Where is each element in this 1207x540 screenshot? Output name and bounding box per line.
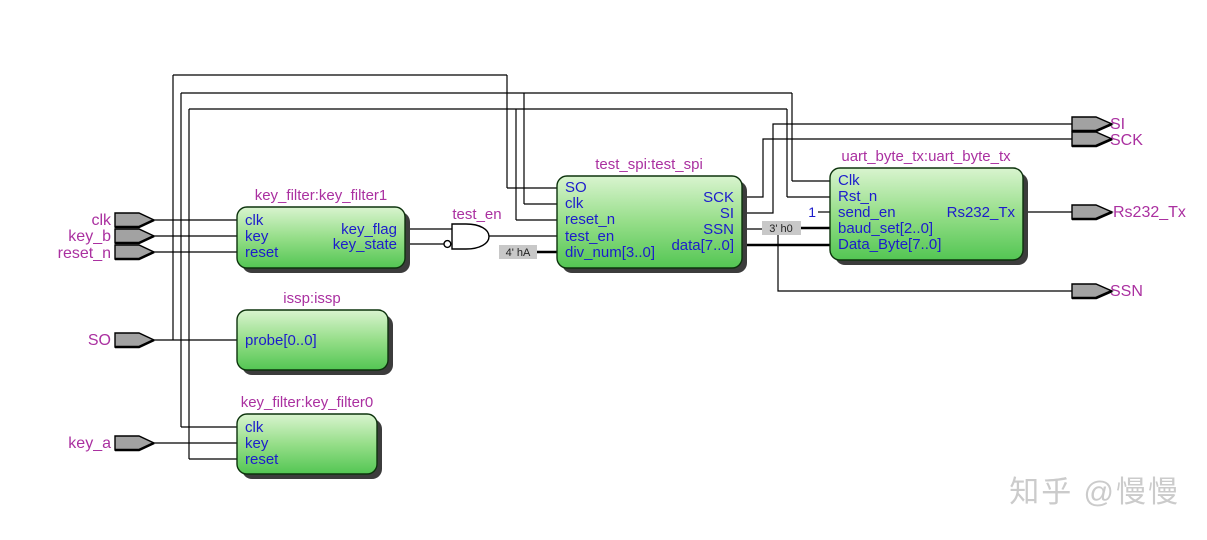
input-pin-label: clk [91, 212, 112, 229]
constant-baud-set[interactable]: 3' h0 [762, 221, 801, 235]
module-title: key_filter:key_filter1 [255, 187, 388, 204]
net-ssn[interactable] [742, 228, 1072, 292]
input-pin-so[interactable]: SO [88, 332, 156, 349]
input-pin-label: SO [88, 332, 111, 349]
constant-box [762, 221, 801, 235]
module-title: uart_byte_tx:uart_byte_tx [841, 148, 1011, 165]
pin-bevel [115, 338, 155, 349]
module-body[interactable] [829, 167, 1024, 261]
port-label: key_state [333, 236, 397, 253]
input-pin-reset-n[interactable]: reset_n [58, 244, 156, 262]
module-key-filter1[interactable]: key_filter:key_filter1 clk key reset key… [236, 187, 410, 273]
pin-bevel [1072, 137, 1113, 148]
output-pin-symbol[interactable] [1071, 283, 1114, 299]
output-pin-symbol[interactable] [1071, 204, 1114, 220]
port-label: clk [245, 212, 264, 229]
net-clk[interactable] [154, 92, 830, 428]
port-label: Rst_n [838, 188, 877, 205]
net-so[interactable] [154, 74, 557, 341]
constant-box [499, 245, 537, 259]
input-pin-key-b[interactable]: key_b [68, 228, 156, 245]
input-pin-label: key_a [68, 435, 111, 452]
port-label: key_flag [341, 221, 397, 238]
port-label: key [245, 435, 269, 452]
module-key-filter0[interactable]: key_filter:key_filter0 clk key reset [236, 394, 382, 479]
output-pin-label: SCK [1110, 132, 1143, 149]
and-gate-test-en[interactable]: test_en [443, 206, 502, 250]
port-label: reset [245, 244, 279, 261]
gate-label: test_en [452, 206, 501, 223]
module-issp[interactable]: issp:issp probe[0..0] [236, 290, 393, 375]
module-title: test_spi:test_spi [595, 156, 703, 173]
inverter-bubble [443, 239, 452, 249]
net-si[interactable] [742, 123, 1072, 214]
pin-bevel [115, 218, 155, 229]
module-title: key_filter:key_filter0 [241, 394, 374, 411]
input-pin-symbol[interactable] [114, 435, 156, 451]
watermark: 知乎 @慢慢 [1009, 476, 1180, 509]
input-pin-label: key_b [68, 228, 111, 245]
pin-bevel [1072, 210, 1113, 221]
port-label: SSN [703, 221, 734, 238]
port-label: SI [720, 205, 734, 222]
module-test-spi[interactable]: test_spi:test_spi SO clk reset_n test_en… [556, 156, 747, 273]
constant-value: 3' h0 [769, 223, 793, 235]
pin-bevel [1072, 122, 1113, 133]
module-uart-byte-tx[interactable]: uart_byte_tx:uart_byte_tx Clk Rst_n send… [829, 148, 1028, 265]
output-pin-symbol[interactable] [1071, 116, 1114, 132]
pin-bevel [115, 441, 155, 452]
net-sck[interactable] [742, 138, 1072, 198]
module-title: issp:issp [283, 290, 341, 307]
net-reset-n[interactable] [154, 108, 830, 460]
port-label: SO [565, 179, 587, 196]
port-label: send_en [838, 204, 896, 221]
port-label: test_en [565, 228, 614, 245]
wires [154, 74, 1072, 460]
port-label: reset [245, 451, 279, 468]
port-label: div_num[3..0] [565, 244, 655, 261]
output-pin-ssn[interactable]: SSN [1071, 283, 1143, 300]
port-label: data[7..0] [671, 237, 734, 254]
port-label: Clk [838, 172, 860, 189]
constant-div-num[interactable]: 4' hA [499, 245, 537, 259]
port-label: SCK [703, 189, 734, 206]
port-label: baud_set[2..0] [838, 220, 933, 237]
input-pin-clk[interactable]: clk [91, 212, 156, 229]
input-pin-key-a[interactable]: key_a [68, 435, 156, 452]
and-gate-body[interactable] [451, 223, 490, 250]
output-pin-symbol[interactable] [1071, 131, 1114, 147]
output-pin-sck[interactable]: SCK [1071, 131, 1143, 149]
port-label: Rs232_Tx [947, 204, 1016, 221]
module-body[interactable] [556, 175, 743, 269]
input-pin-symbol[interactable] [114, 244, 156, 260]
output-pin-rs232-tx[interactable]: Rs232_Tx [1071, 204, 1186, 221]
module-body[interactable] [236, 309, 389, 371]
port-label: clk [565, 195, 584, 212]
input-pin-symbol[interactable] [114, 332, 156, 348]
port-label: key [245, 228, 269, 245]
output-pin-label: SI [1110, 116, 1125, 133]
output-pin-label: SSN [1110, 283, 1143, 300]
input-pin-label: reset_n [58, 245, 111, 262]
constant-value: 1 [808, 204, 816, 220]
constant-value: 4' hA [506, 247, 531, 259]
module-body[interactable] [236, 413, 378, 475]
port-label: clk [245, 419, 264, 436]
input-pin-symbol[interactable] [114, 212, 156, 228]
pin-bevel [1072, 289, 1113, 300]
input-pin-symbol[interactable] [114, 228, 156, 244]
port-label: probe[0..0] [245, 332, 317, 349]
constant-send-en[interactable]: 1 [808, 204, 816, 220]
output-pin-label: Rs232_Tx [1113, 204, 1186, 221]
port-label: reset_n [565, 211, 615, 228]
output-pin-si[interactable]: SI [1071, 116, 1125, 133]
module-body[interactable] [236, 206, 406, 269]
pin-bevel [115, 250, 155, 261]
pin-bevel [115, 234, 155, 245]
port-label: Data_Byte[7..0] [838, 236, 941, 253]
